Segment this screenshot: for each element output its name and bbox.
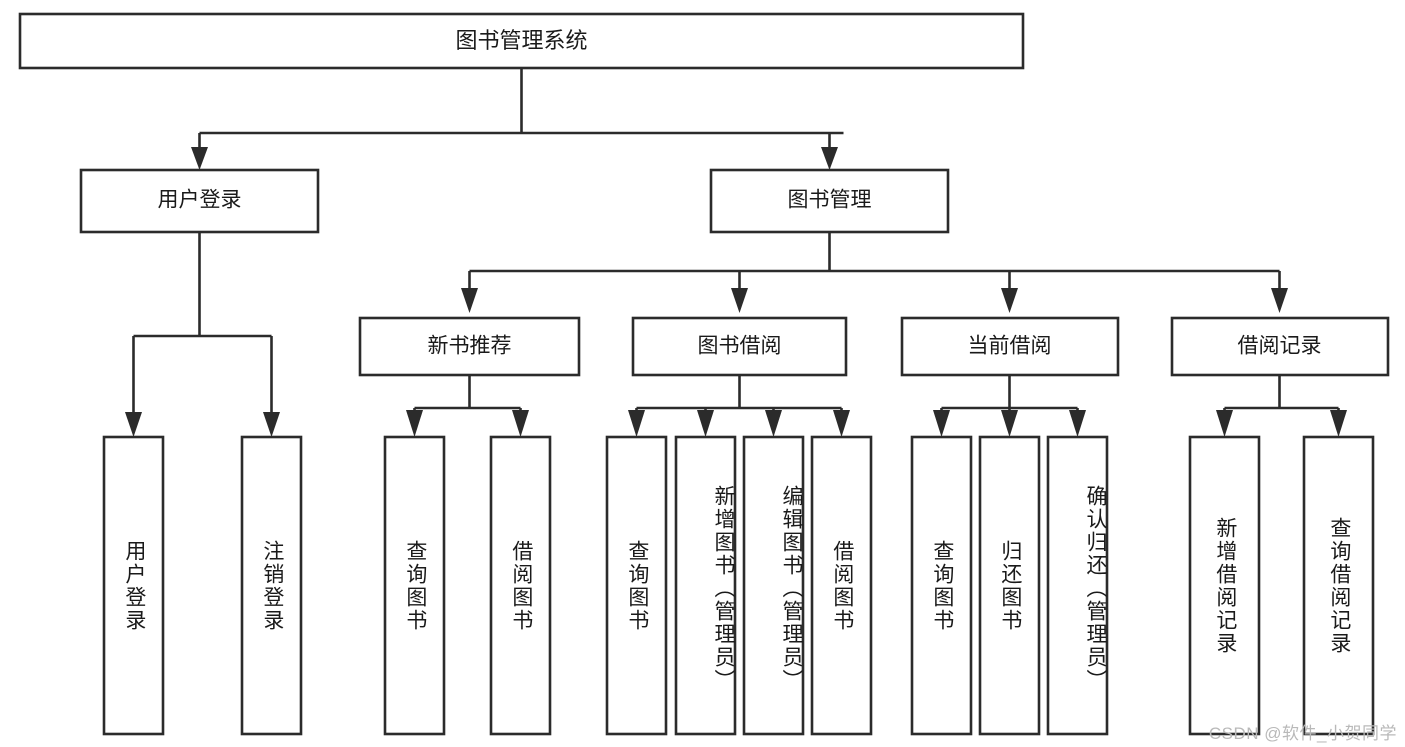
node-borrow-record-box[interactable] <box>1170 316 1390 377</box>
node-book-borrow[interactable]: 图书借阅 <box>631 316 848 377</box>
leaf-boxes-current-borrow <box>910 435 1109 736</box>
node-borrow-record[interactable]: 借阅记录 <box>1170 316 1390 377</box>
node-user-login-label: 用户登录 <box>158 189 242 212</box>
leaf-boxes-new-book-recommend <box>383 435 552 736</box>
leaf-box-nbr-borrow-book[interactable] <box>489 435 552 736</box>
arrow-head-br-leaf-1 <box>1216 410 1233 437</box>
connector-group-user-login-to-leaves <box>125 232 280 437</box>
connector-group-current-borrow-to-leaves <box>933 375 1086 437</box>
node-user-login[interactable]: 用户登录 <box>79 168 320 234</box>
arrow-head-current-borrow <box>1001 288 1018 313</box>
node-current-borrow-label: 当前借阅 <box>968 335 1052 358</box>
node-borrow-record-label: 借阅记录 <box>1238 335 1322 358</box>
node-book-manage-label: 图书管理 <box>788 189 872 212</box>
leaf-box-logout[interactable] <box>240 435 303 736</box>
arrow-head-bb-leaf-1 <box>628 410 645 437</box>
node-current-borrow[interactable]: 当前借阅 <box>900 316 1120 377</box>
arrow-head-bb-leaf-2 <box>697 410 714 437</box>
connector-group-borrow-record-to-leaves <box>1216 375 1347 437</box>
arrow-head-borrow-record <box>1271 288 1288 313</box>
connector-group-root-to-level2 <box>191 68 844 170</box>
leaf-box-bb-borrow-book[interactable] <box>810 435 873 736</box>
node-new-book-recommend[interactable]: 新书推荐 <box>358 316 581 377</box>
connector-group-book-manage-to-level3 <box>461 232 1288 313</box>
arrow-head-user-login <box>191 147 208 170</box>
leaf-box-bb-add-book-admin[interactable] <box>674 435 737 736</box>
leaf-box-cb-confirm-return-admin[interactable] <box>1046 435 1109 736</box>
arrow-head-cb-leaf-3 <box>1069 410 1086 437</box>
leaf-boxes-borrow-record <box>1188 435 1375 736</box>
node-user-login-box[interactable] <box>79 168 320 234</box>
leaf-box-nbr-query-book[interactable] <box>383 435 446 736</box>
arrow-head-cb-leaf-2 <box>1001 410 1018 437</box>
arrow-head-new-book <box>461 288 478 313</box>
arrow-head-br-leaf-2 <box>1330 410 1347 437</box>
node-root-system-label: 图书管理系统 <box>455 28 587 53</box>
csdn-watermark: CSDN @软件_小贺同学 <box>1208 724 1397 743</box>
node-book-manage[interactable]: 图书管理 <box>709 168 950 234</box>
node-book-borrow-box[interactable] <box>631 316 848 377</box>
leaf-box-br-add-record[interactable] <box>1188 435 1261 736</box>
connector-group-new-book-to-leaves <box>406 375 529 437</box>
leaf-box-br-query-record[interactable] <box>1302 435 1375 736</box>
node-root-system[interactable]: 图书管理系统 <box>18 12 1025 70</box>
arrow-head-bb-leaf-3 <box>765 410 782 437</box>
arrow-head-bb-leaf-4 <box>833 410 850 437</box>
node-new-book-recommend-label: 新书推荐 <box>428 335 512 358</box>
node-book-borrow-label: 图书借阅 <box>698 335 782 358</box>
arrow-head-nb-leaf-2 <box>512 410 529 437</box>
leaf-box-user-login[interactable] <box>102 435 165 736</box>
leaf-boxes-book-borrow <box>605 435 873 736</box>
node-root-system-box[interactable] <box>18 12 1025 70</box>
arrow-head-leaf-logout <box>263 412 280 437</box>
arrow-head-leaf-user-login <box>125 412 142 437</box>
node-new-book-recommend-box[interactable] <box>358 316 581 377</box>
arrow-head-cb-leaf-1 <box>933 410 950 437</box>
arrow-head-book-borrow <box>731 288 748 313</box>
leaf-box-cb-query-book[interactable] <box>910 435 973 736</box>
leaf-box-bb-query-book[interactable] <box>605 435 668 736</box>
leaf-box-cb-return-book[interactable] <box>978 435 1041 736</box>
leaf-box-bb-edit-book-admin[interactable] <box>742 435 805 736</box>
arrow-head-nb-leaf-1 <box>406 410 423 437</box>
connector-group-book-borrow-to-leaves <box>628 375 850 437</box>
leaf-boxes-user-login <box>102 435 303 736</box>
arrow-head-book-manage <box>821 147 838 170</box>
node-book-manage-box[interactable] <box>709 168 950 234</box>
node-current-borrow-box[interactable] <box>900 316 1120 377</box>
